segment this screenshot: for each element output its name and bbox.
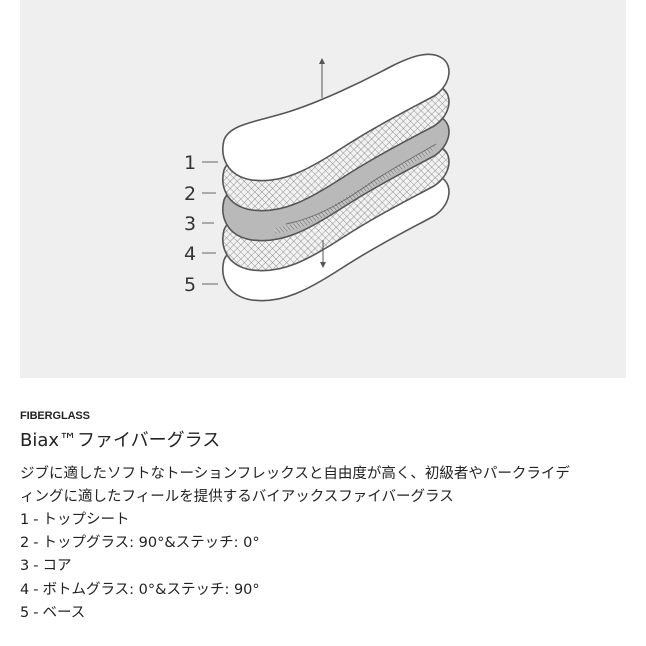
layer-item-2: 2-トップグラス: 90°&ステッチ: 0° [20,532,626,555]
layer-diagram-panel: 1 2 3 4 5 [20,0,626,378]
layer-item-name: コア [42,558,72,575]
product-title: Biax™ファイバーグラス [20,430,221,451]
layer-number-3: 3 [184,213,196,235]
layer-diagram: 1 2 3 4 5 [184,53,450,302]
layer-number-5: 5 [184,274,196,296]
arrow-down-icon [320,240,326,268]
description-block: FIBERGLASS Biax™ファイバーグラス ジブに適したソフトなトーション… [20,410,626,625]
layer-item-name: ボトムグラス: 0°&ステッチ: 90° [42,581,260,598]
layer-item-4: 4-ボトムグラス: 0°&ステッチ: 90° [20,579,626,602]
layer-item-number: 3 [20,558,30,575]
layer-item-separator: - [33,581,39,598]
layer-number-1: 1 [184,152,196,174]
description-line-1: ジブに適したソフトなトーションフレックスと自由度が高く、初級者やパークライデ [20,466,570,482]
layer-item-number: 5 [20,604,30,621]
layer-item-separator: - [33,535,39,552]
layer-item-name: トップシート [42,512,130,528]
layer-item-1: 1-トップシート [20,509,626,532]
layer-item-separator: - [33,604,39,621]
layer-item-3: 3-コア [20,555,626,578]
leader-lines [202,161,218,285]
layer-number-4: 4 [184,243,196,265]
layer-item-name: トップグラス: 90°&ステッチ: 0° [42,535,260,552]
layer-3-core [222,113,450,242]
layer-item-number: 1 [20,512,30,528]
layer-number-2: 2 [184,183,196,205]
layer-item-separator: - [33,558,39,575]
layer-item-separator: - [33,512,39,528]
layer-item-number: 2 [20,535,30,552]
layer-list: 1-トップシート 2-トップグラス: 90°&ステッチ: 0° 3-コア 4-ボ… [20,509,626,625]
arrow-up-icon [319,58,325,98]
layer-item-number: 4 [20,581,30,598]
layer-item-5: 5-ベース [20,602,626,625]
section-label: FIBERGLASS [20,410,90,422]
description-line-2: ィングに適したフィールを提供するバイアックスファイバーグラス [20,489,454,505]
layer-item-name: ベース [42,604,86,621]
